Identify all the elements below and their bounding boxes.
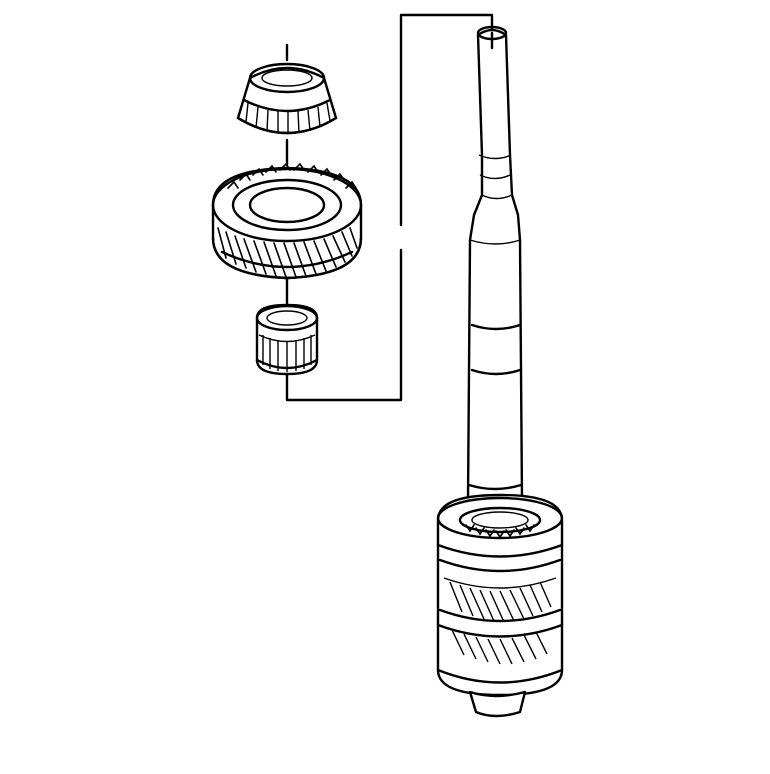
- cluster-lower-teeth: [451, 629, 548, 665]
- tapered-roller-bearing: [236, 62, 338, 135]
- bearing-rollers: [245, 102, 331, 134]
- cluster-gear-teeth-top: [465, 524, 535, 539]
- gear-teeth: [217, 162, 358, 278]
- needle-roller-bearing: [255, 303, 319, 376]
- shaft: [466, 25, 524, 502]
- helical-gear: [211, 162, 363, 280]
- needle-rollers: [262, 335, 312, 372]
- gear-cluster: [436, 493, 564, 697]
- cluster-helical-teeth: [449, 581, 552, 623]
- shaft-tail: [468, 690, 527, 718]
